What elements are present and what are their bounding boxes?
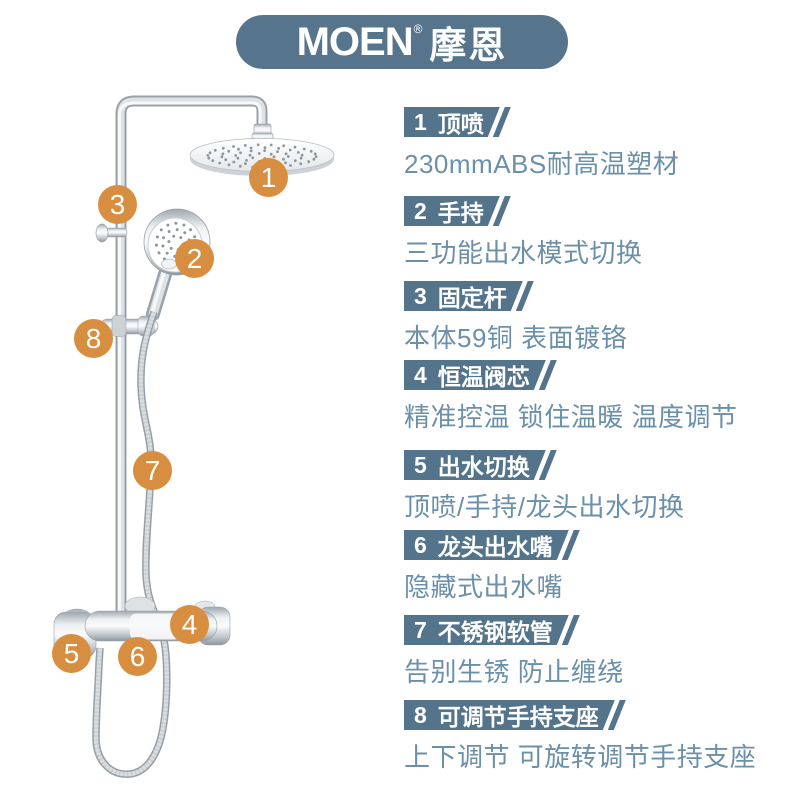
feature-3-label: 3 固定杆	[404, 281, 523, 311]
shower-system-drawing	[53, 95, 335, 778]
feature-item-5: 5 出水切换 顶喷/手持/龙头出水切换	[404, 450, 684, 524]
feature-7-desc: 告别生锈 防止缠绕	[404, 657, 624, 687]
marker-4-number: 4	[181, 608, 198, 640]
marker-7-number: 7	[144, 454, 161, 486]
feature-item-1: 1 顶喷 230mmABS耐高温塑材	[404, 107, 679, 181]
feature-3-number: 3	[414, 282, 427, 309]
feature-4-desc: 精准控温 锁住温暖 温度调节	[404, 402, 738, 432]
feature-5-title: 出水切换	[437, 454, 530, 480]
feature-item-6: 6 龙头出水嘴 隐藏式出水嘴	[404, 530, 580, 604]
feature-item-7: 7 不锈钢软管 告别生锈 防止缠绕	[404, 615, 624, 689]
marker-7: 7	[133, 451, 172, 490]
marker-3: 3	[98, 185, 137, 224]
feature-6-number: 6	[414, 531, 427, 558]
feature-2-desc: 三功能出水模式切换	[404, 238, 643, 268]
marker-8: 8	[74, 319, 113, 358]
feature-6-desc: 隐藏式出水嘴	[404, 572, 564, 602]
marker-1-number: 1	[260, 161, 277, 193]
marker-6: 6	[118, 637, 157, 676]
feature-4-title: 恒温阀芯	[437, 364, 530, 390]
feature-7-title: 不锈钢软管	[437, 619, 553, 645]
feature-1-title: 顶喷	[437, 111, 484, 137]
marker-2-number: 2	[186, 242, 203, 274]
feature-item-4: 4 恒温阀芯 精准控温 锁住温暖 温度调节	[404, 360, 737, 434]
marker-1: 1	[249, 158, 288, 197]
feature-6-label: 6 龙头出水嘴	[404, 530, 569, 560]
feature-item-8: 8 可调节手持支座 上下调节 可旋转调节手持支座	[404, 700, 756, 774]
feature-5-label: 5 出水切换	[404, 450, 546, 480]
brand-logo-cn: 摩恩	[429, 25, 508, 66]
marker-5: 5	[52, 634, 91, 673]
feature-1-label: 1 顶喷	[404, 107, 500, 137]
valve-face-plate	[130, 613, 180, 640]
marker-3-number: 3	[109, 188, 126, 220]
feature-8-number: 8	[414, 701, 427, 728]
feature-2-title: 手持	[437, 200, 484, 226]
feature-1-desc: 230mmABS耐高温塑材	[404, 149, 680, 179]
feature-8-desc: 上下调节 可旋转调节手持支座	[404, 742, 757, 772]
feature-7-label: 7 不锈钢软管	[404, 615, 569, 645]
feature-8-title: 可调节手持支座	[437, 704, 599, 730]
riser-pipe-and-arm	[115, 95, 268, 622]
registered-mark: ®	[413, 22, 423, 36]
feature-7-number: 7	[414, 616, 427, 643]
product-illustration: 1 2 3 4 5 6 7 8	[52, 95, 335, 778]
marker-2: 2	[175, 239, 214, 278]
marker-6-number: 6	[129, 640, 146, 672]
feature-1-number: 1	[414, 108, 427, 135]
feature-3-desc: 本体59铜 表面镀铬	[404, 323, 628, 353]
marker-4: 4	[170, 605, 209, 644]
feature-3-title: 固定杆	[437, 285, 507, 311]
feature-4-label: 4 恒温阀芯	[404, 360, 546, 390]
brand-logo-en: MOEN	[296, 19, 414, 64]
shower-hose	[92, 310, 171, 778]
feature-8-label: 8 可调节手持支座	[404, 700, 615, 730]
feature-6-title: 龙头出水嘴	[437, 534, 553, 560]
feature-5-number: 5	[414, 451, 427, 478]
marker-8-number: 8	[85, 322, 102, 354]
feature-5-desc: 顶喷/手持/龙头出水切换	[404, 492, 685, 522]
marker-5-number: 5	[63, 637, 80, 669]
feature-list: 1 顶喷 230mmABS耐高温塑材 2 手持 三功能出水模式切换 3 固定杆 本体5…	[404, 0, 796, 800]
feature-2-label: 2 手持	[404, 196, 500, 226]
feature-2-number: 2	[414, 197, 427, 224]
brand-banner: MOEN ® 摩恩	[236, 15, 568, 69]
feature-item-2: 2 手持 三功能出水模式切换	[404, 196, 643, 270]
feature-item-3: 3 固定杆 本体59铜 表面镀铬	[404, 281, 627, 355]
feature-4-number: 4	[414, 361, 427, 388]
wall-bracket	[95, 223, 128, 243]
